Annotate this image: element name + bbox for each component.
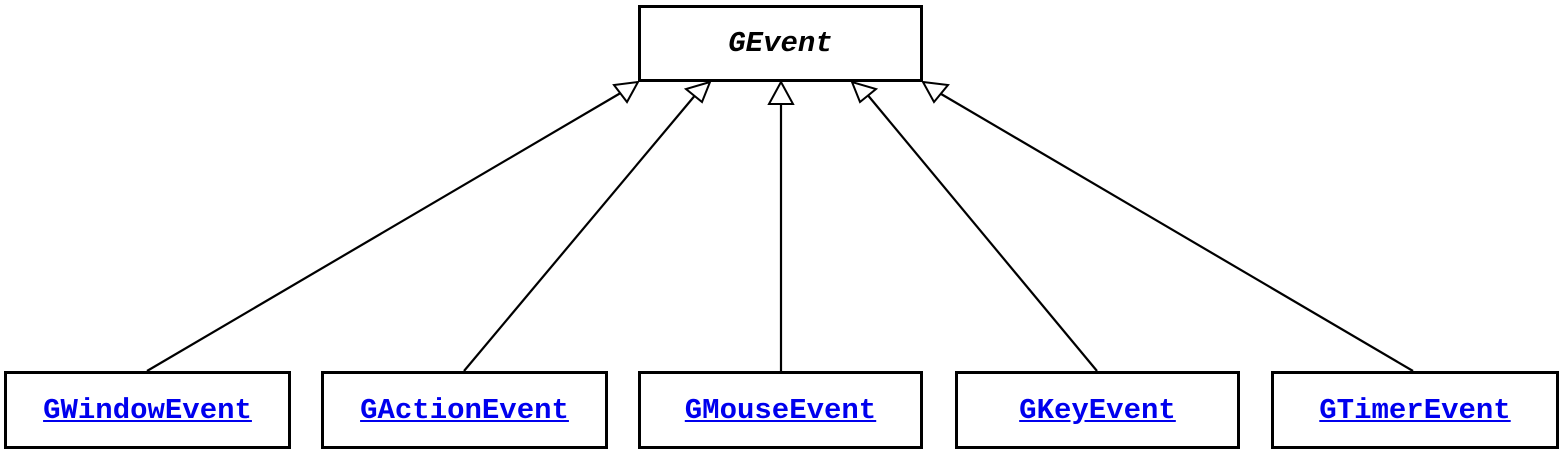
class-link-gactionevent[interactable]: GActionEvent: [360, 393, 569, 427]
inheritance-arrowhead-icon: [767, 79, 795, 105]
child-class-box-gtimerevent: GTimerEvent: [1271, 371, 1559, 449]
connector-gwindowevent: [146, 90, 625, 372]
inheritance-arrowhead-icon: [683, 80, 712, 104]
parent-class-box: GEvent: [638, 5, 923, 82]
inheritance-arrowhead-icon: [921, 80, 950, 104]
connector-gtimerevent: [935, 90, 1414, 372]
inheritance-arrowhead-icon: [612, 80, 640, 104]
connector-gkeyevent: [865, 92, 1098, 372]
parent-class-label: GEvent: [728, 27, 833, 60]
class-link-gtimerevent[interactable]: GTimerEvent: [1319, 393, 1511, 427]
child-class-box-gkeyevent: GKeyEvent: [955, 371, 1240, 449]
inheritance-arrowhead-icon: [850, 80, 879, 104]
child-class-box-gactionevent: GActionEvent: [321, 371, 608, 449]
connector-gactionevent: [463, 92, 698, 372]
child-class-box-gwindowevent: GWindowEvent: [4, 371, 291, 449]
child-class-box-gmouseevent: GMouseEvent: [638, 371, 923, 449]
class-link-gmouseevent[interactable]: GMouseEvent: [684, 393, 877, 427]
class-link-gwindowevent[interactable]: GWindowEvent: [43, 393, 252, 427]
class-link-gkeyevent[interactable]: GKeyEvent: [1019, 393, 1176, 427]
